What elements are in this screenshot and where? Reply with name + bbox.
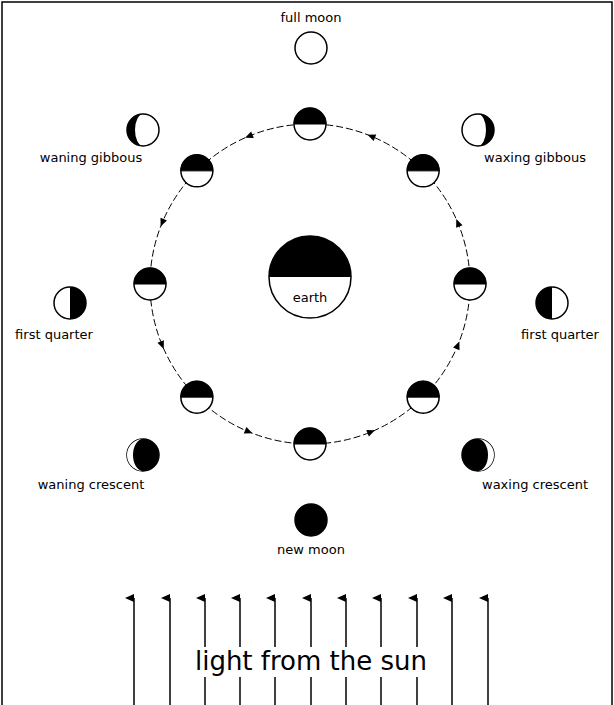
orbit-direction-arrow [456, 219, 462, 228]
orbit-moons [134, 108, 486, 460]
waxing-gibbous-icon [462, 114, 494, 146]
full-moon-icon [295, 32, 327, 64]
phase-label: waning gibbous [38, 151, 144, 166]
quarter-moon-icon [54, 287, 86, 319]
orbit-moon [454, 268, 486, 300]
orbit-direction-arrow [157, 340, 163, 349]
sunlight-label: light from the sun [189, 647, 433, 677]
phase-label: first quarter [519, 328, 601, 343]
phase-label: full moon [279, 11, 344, 26]
orbit-direction-arrow [368, 134, 377, 140]
sunlight-arrows [134, 598, 488, 705]
waning-crescent-icon [127, 439, 159, 471]
phase-label: waning crescent [36, 478, 147, 493]
orbit-direction-arrow [244, 427, 253, 433]
planet-label: earth [293, 291, 328, 306]
orbit-moon [407, 155, 439, 187]
orbit-direction-arrow [245, 131, 254, 137]
phase-label: first quarter [13, 328, 95, 343]
earth-shape [268, 235, 352, 319]
orbit-path [150, 124, 470, 444]
earth-circle: earth [268, 235, 352, 319]
orbit-direction-arrow [160, 218, 166, 227]
waxing-crescent-icon [462, 439, 494, 471]
orbit-moon [407, 381, 439, 413]
orbit-moon [134, 268, 166, 300]
new-moon-icon [295, 504, 327, 536]
orbit-moon [294, 428, 326, 460]
phase-label: new moon [275, 543, 347, 558]
orbit-direction-arrow [453, 342, 459, 351]
quarter-moon-icon [536, 287, 568, 319]
orbit-direction-arrow [366, 430, 375, 436]
orbit-moon [181, 381, 213, 413]
waning-gibbous-icon [127, 114, 159, 146]
orbit-moon [181, 155, 213, 187]
phase-label: waxing crescent [480, 478, 590, 493]
orbit-moon [294, 108, 326, 140]
phase-label: waxing gibbous [482, 151, 588, 166]
